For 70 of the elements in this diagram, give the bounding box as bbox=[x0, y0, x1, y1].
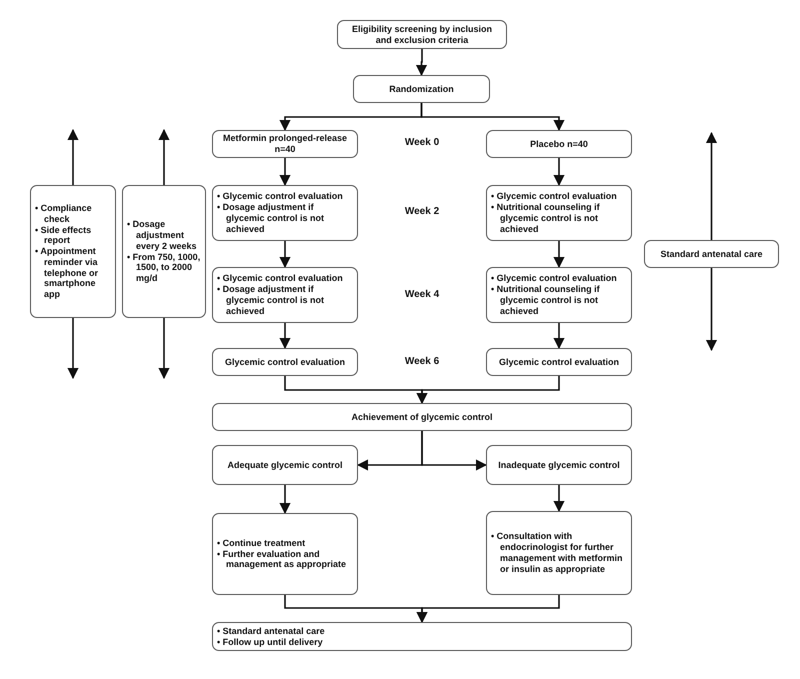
arrow bbox=[416, 595, 560, 624]
bullet-item: • Continue treatment bbox=[217, 538, 306, 549]
arrow bbox=[706, 132, 718, 240]
week-label: Week 6 bbox=[404, 356, 440, 367]
process-box bbox=[212, 403, 632, 431]
arrow bbox=[553, 485, 565, 512]
node-text: Inadequate glycemic control bbox=[498, 460, 620, 470]
bullet-item: • Dosage adjustment every 2 weeks bbox=[127, 219, 198, 252]
bullet-item: • Glycemic control evaluation bbox=[217, 191, 344, 202]
process-box bbox=[486, 511, 632, 595]
bullet-item: • From 750, 1000, 1500, to 2000 mg/d bbox=[127, 252, 201, 284]
process-box bbox=[212, 267, 358, 323]
bullet-item: • Dosage adjustment if glycemic control is not achieved bbox=[217, 284, 326, 317]
arrow bbox=[279, 241, 291, 268]
bullet-item: • Follow up until delivery bbox=[217, 636, 324, 648]
bullet-item: • Nutritional counseling if glycemic control is not achieved bbox=[491, 202, 601, 235]
week-label: Week 4 bbox=[404, 289, 440, 300]
bullet-item: • Further evaluation and management as appropriate bbox=[217, 548, 348, 570]
arrow bbox=[553, 158, 565, 186]
arrow bbox=[279, 158, 291, 186]
arrow bbox=[420, 103, 565, 132]
side-note-box bbox=[30, 185, 116, 318]
node-text: Randomization bbox=[389, 84, 454, 94]
arrow bbox=[279, 323, 291, 350]
node-text: Achievement of glycemic control bbox=[351, 412, 493, 422]
week-label: Week 2 bbox=[404, 206, 440, 217]
process-box bbox=[212, 348, 358, 376]
side-note-box bbox=[122, 185, 206, 318]
arrow bbox=[553, 241, 565, 268]
bullet-item: • Appointment reminder via telephone or smartphone app bbox=[35, 246, 100, 300]
process-box bbox=[337, 20, 507, 49]
node-text: Eligibility screening by inclusion and exclusion criteria bbox=[350, 24, 494, 46]
arrow bbox=[158, 318, 170, 380]
arrow bbox=[416, 49, 428, 76]
bullet-item: • Glycemic control evaluation bbox=[217, 273, 344, 284]
arrow bbox=[67, 318, 79, 380]
bullet-item: • Compliance check bbox=[35, 202, 93, 224]
arrow bbox=[553, 323, 565, 350]
group-box bbox=[212, 130, 358, 158]
bullet-item: • Standard antenatal care bbox=[217, 626, 326, 636]
bullet-item: • Dosage adjustment if glycemic control is not achieved bbox=[217, 202, 326, 235]
outcome-box bbox=[486, 445, 632, 485]
process-box bbox=[486, 185, 632, 241]
process-box bbox=[486, 267, 632, 323]
process-box bbox=[212, 185, 358, 241]
group-box bbox=[486, 130, 632, 158]
process-box bbox=[212, 622, 632, 651]
outcome-box bbox=[212, 445, 358, 485]
bullet-item: • Nutritional counseling if glycemic control is not achieved bbox=[491, 284, 601, 317]
node-text: Glycemic control evaluation bbox=[498, 356, 620, 368]
bullet-item: • Consultation with endocrinologist for further management with metformin or insulin as appropriate bbox=[491, 531, 624, 575]
arrow bbox=[421, 431, 488, 471]
bullet-item: • Side effects report bbox=[35, 224, 92, 246]
arrow bbox=[158, 128, 170, 185]
process-box bbox=[353, 75, 490, 103]
bullet-item: • Glycemic control evaluation bbox=[491, 191, 618, 202]
arrow bbox=[706, 268, 718, 352]
node-text: Standard antenatal care bbox=[660, 248, 763, 260]
side-note-box bbox=[644, 240, 779, 268]
arrow bbox=[67, 128, 79, 185]
arrow bbox=[279, 485, 291, 514]
week-label: Week 0 bbox=[404, 137, 440, 148]
arrow bbox=[416, 376, 560, 404]
bullet-item: • Glycemic control evaluation bbox=[491, 273, 618, 284]
node-text: Metformin prolonged-release n=40 bbox=[222, 133, 348, 155]
node-text: Glycemic control evaluation bbox=[224, 356, 346, 368]
process-box bbox=[486, 348, 632, 376]
node-text: Adequate glycemic control bbox=[227, 460, 343, 470]
node-text: Placebo n=40 bbox=[530, 138, 588, 150]
process-box bbox=[212, 513, 358, 595]
